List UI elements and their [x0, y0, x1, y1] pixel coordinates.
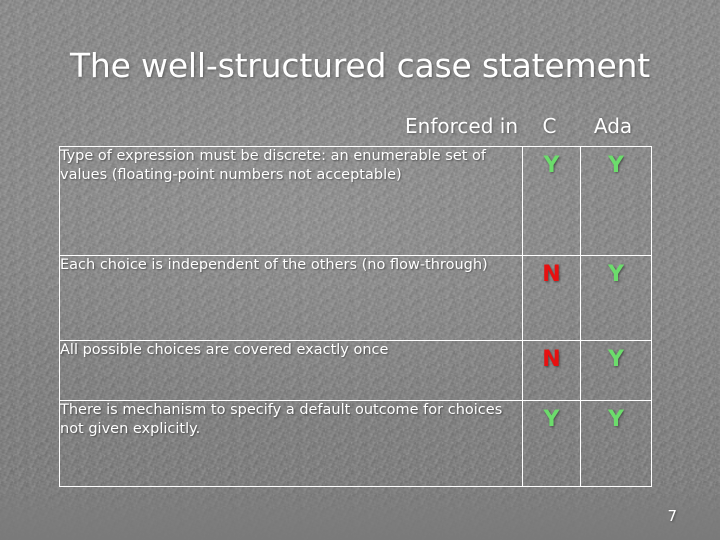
slide-background-bottom-shade — [0, 482, 720, 540]
table-cell-description: Type of expression must be discrete: an … — [59, 146, 523, 256]
table-cell-c: Y — [522, 400, 581, 487]
table-cell-ada: Y — [580, 255, 652, 341]
column-header-ada: Ada — [593, 114, 633, 138]
column-header-enforced-in: Enforced in — [405, 114, 518, 138]
table-cell-c: N — [522, 255, 581, 341]
comparison-table: Type of expression must be discrete: an … — [59, 146, 652, 487]
status-badge-yes: Y — [608, 347, 624, 372]
status-badge-yes: Y — [608, 407, 624, 432]
table-column-headers: Enforced in C Ada — [59, 113, 648, 145]
table-row: Each choice is independent of the others… — [59, 255, 652, 341]
status-badge-no: N — [542, 262, 561, 287]
column-header-c: C — [542, 114, 557, 138]
table-cell-description: Each choice is independent of the others… — [59, 255, 523, 341]
table-cell-description: There is mechanism to specify a default … — [59, 400, 523, 487]
page-title: The well-structured case statement — [69, 46, 651, 85]
status-badge-no: N — [542, 347, 561, 372]
table-cell-ada: Y — [580, 340, 652, 401]
table-cell-ada: Y — [580, 146, 652, 256]
status-badge-yes: Y — [543, 407, 560, 432]
status-badge-yes: Y — [608, 262, 624, 287]
table-row: Type of expression must be discrete: an … — [59, 146, 652, 256]
status-badge-yes: Y — [543, 153, 560, 178]
status-badge-yes: Y — [608, 153, 624, 178]
table-row: All possible choices are covered exactly… — [59, 340, 652, 401]
page-number: 7 — [667, 507, 677, 525]
table-cell-ada: Y — [580, 400, 652, 487]
table-cell-description: All possible choices are covered exactly… — [59, 340, 523, 401]
table-cell-c: N — [522, 340, 581, 401]
table-row: There is mechanism to specify a default … — [59, 400, 652, 487]
table-cell-c: Y — [522, 146, 581, 256]
